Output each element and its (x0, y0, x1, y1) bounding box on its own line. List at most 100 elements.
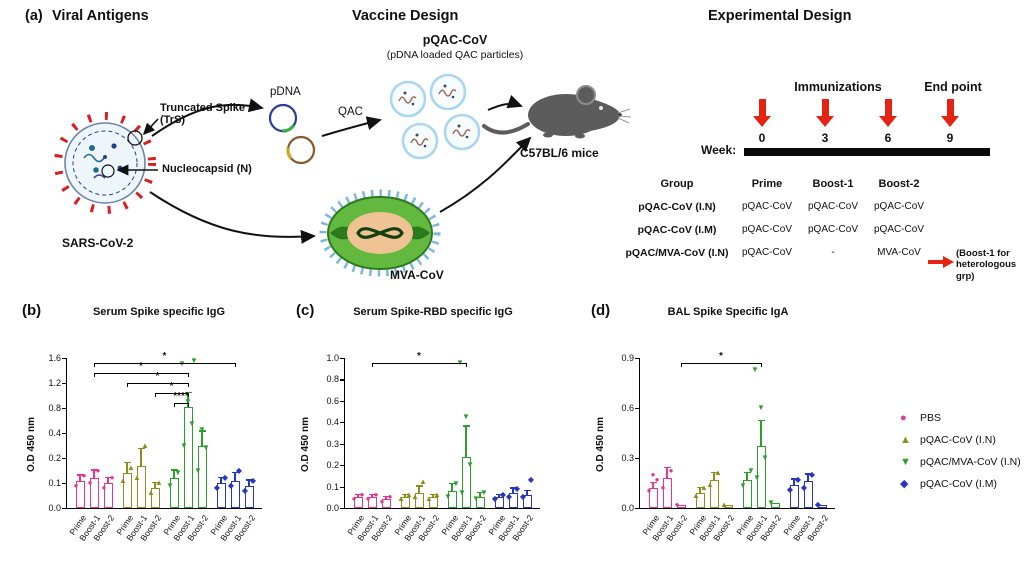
circle-marker-icon: ● (654, 474, 660, 484)
significance-bracket-tick (127, 383, 129, 387)
y-tick-mark (62, 508, 67, 510)
triangle-down-marker-icon: ▼ (188, 418, 196, 428)
table-row: pQAC-CoV (I.M) pQAC-CoV pQAC-CoV pQAC-Co… (620, 224, 938, 236)
table-header-boost1: Boost-1 (812, 178, 854, 190)
diamond-marker-icon: ◆ (814, 499, 822, 509)
group-name: pQAC-CoV (I.N) (638, 201, 716, 213)
circle-marker-icon: ● (73, 480, 79, 490)
chart-title: BAL Spike Specific IgA (667, 306, 789, 318)
error-bar (432, 495, 434, 498)
y-tick-mark (340, 400, 345, 403)
bar (742, 479, 752, 508)
chart-legend: ●PBS▲pQAC-CoV (I.N)▼pQAC/MVA-CoV (I.N)◆p… (900, 412, 1026, 500)
week-3: 3 (821, 131, 829, 145)
error-bar (465, 426, 467, 457)
virion-to-pdna-arrow-icon (151, 98, 264, 137)
significance-bracket-tick (466, 363, 468, 367)
bar (803, 481, 813, 508)
y-tick-mark (340, 379, 345, 381)
pdna-to-particles-arrow-icon (321, 116, 382, 137)
error-bar-cap (170, 469, 178, 471)
bar (709, 479, 719, 508)
legend-item: ▼pQAC/MVA-CoV (I.N) (900, 456, 1026, 468)
error-bar (234, 473, 236, 481)
qac-label: QAC (338, 106, 363, 118)
cell-boost1: - (831, 247, 835, 258)
endpoint-label: End point (924, 80, 982, 94)
y-tick-mark (635, 358, 640, 360)
endpoint-arrow-icon (941, 99, 959, 127)
y-tick-label: 0.8 (48, 403, 61, 413)
circle-marker-icon: ● (646, 486, 652, 496)
virion-to-mva-arrow-icon (149, 191, 316, 244)
triangle-up-marker-icon: ▲ (706, 479, 714, 489)
significance-bracket-tick (155, 393, 157, 397)
significance-bracket-tick (372, 363, 374, 367)
diamond-marker-icon: ◆ (235, 465, 243, 475)
significance-label: * (417, 351, 421, 362)
error-bar-cap (368, 493, 376, 496)
bar (75, 480, 85, 508)
y-tick-label: 0.4 (48, 428, 61, 438)
bar (89, 478, 99, 508)
trs-callout-arrow-icon (142, 118, 159, 136)
cell-prime: pQAC-CoV (741, 247, 792, 258)
circle-marker-icon: ● (373, 490, 379, 500)
panel-label-a: (a) (25, 8, 43, 24)
error-bar (201, 431, 203, 446)
diamond-marker-icon: ◆ (241, 485, 249, 495)
immunization-arrow-icon (753, 99, 771, 127)
triangle-up-marker-icon: ▲ (147, 488, 155, 497)
bar (494, 497, 504, 508)
bar (695, 493, 705, 508)
error-bar (793, 479, 795, 485)
y-tick-label: 0.9 (621, 353, 634, 363)
y-tick-mark (340, 443, 345, 445)
panel-b-chart: (b) Serum Spike specific IgG O.D 450 nm … (14, 300, 280, 588)
mva-to-mouse-arrow-icon (439, 136, 532, 213)
triangle-up-marker-icon: ▲ (405, 490, 413, 500)
bar (244, 485, 254, 508)
y-tick-label: 0.0 (621, 503, 634, 513)
triangle-down-marker-icon: ▼ (180, 440, 188, 450)
error-bar-cap (509, 487, 517, 489)
error-bar (418, 486, 420, 493)
triangle-down-marker-icon: ▼ (480, 488, 488, 497)
triangle-down-marker-icon: ▼ (767, 498, 775, 507)
bar (662, 478, 672, 508)
circle-marker-icon: ● (668, 466, 674, 476)
error-bar-cap (448, 483, 456, 485)
significance-bracket-tick (761, 363, 763, 367)
y-tick-label: 0.4 (326, 417, 339, 428)
y-tick-label: 1.6 (48, 353, 61, 363)
significance-bracket (94, 363, 235, 365)
panel-label-c: (c) (296, 302, 315, 319)
y-tick-mark (62, 408, 67, 410)
qac-particles-icon (389, 73, 481, 160)
significance-bracket-tick (94, 373, 96, 377)
error-bar-cap (137, 447, 145, 450)
diamond-marker-icon: ◆ (800, 483, 808, 492)
triangle-up-marker-icon: ▲ (419, 477, 427, 487)
y-tick-label: 0.0 (48, 503, 61, 513)
bar (103, 483, 113, 508)
heading-vaccine-design: Vaccine Design (352, 8, 459, 24)
y-tick-mark (62, 483, 67, 485)
group-name: pQAC/MVA-CoV (I.N) (625, 247, 729, 259)
legend-item: ◆pQAC-CoV (I.M) (900, 478, 1026, 490)
bar (648, 488, 658, 508)
bar (353, 497, 363, 508)
y-tick-label: 1.2 (48, 378, 61, 388)
significance-bracket-tick (94, 363, 96, 367)
error-bar-cap (245, 479, 253, 481)
triangle-down-marker-icon: ▼ (184, 396, 192, 406)
diamond-marker-icon: ◆ (491, 494, 499, 504)
significance-bracket-tick (188, 373, 190, 377)
table-row: pQAC/MVA-CoV (I.N) pQAC-CoV - MVA-CoV (620, 247, 938, 259)
immunizations-label: Immunizations (794, 80, 882, 94)
significance-label: * (169, 381, 174, 392)
note-arrow-icon (928, 256, 954, 268)
significance-label: * (719, 351, 723, 362)
circle-marker-icon: ● (674, 499, 680, 509)
y-axis-label: O.D 450 nm (595, 416, 606, 472)
